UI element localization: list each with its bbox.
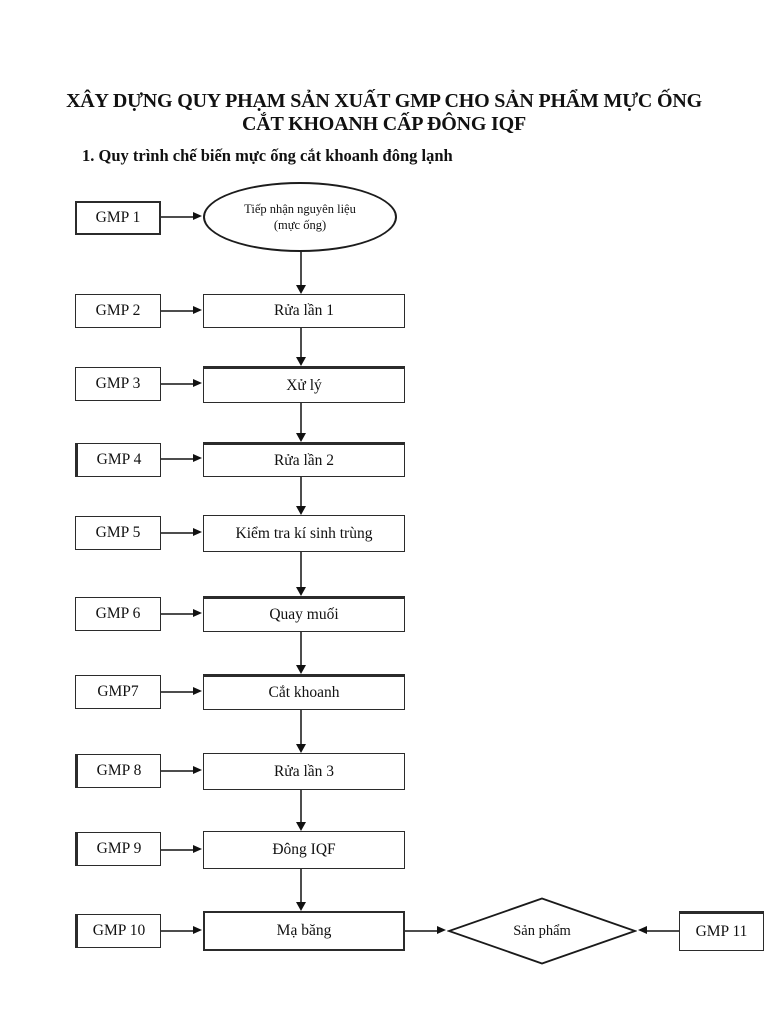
arrow-gmp8-head-icon: [193, 766, 202, 774]
arrow-gmp9-head-icon: [193, 845, 202, 853]
arrow-gmp3-line: [161, 383, 194, 385]
arrow-gmp2-head-icon: [193, 306, 202, 314]
arrow-down-1-line: [300, 252, 302, 285]
gmp-8-box: GMP 8: [75, 754, 161, 788]
step-rua-lan-1: Rửa lần 1: [203, 294, 405, 328]
arrow-down-8-head-icon: [296, 822, 306, 831]
arrow-down-9-line: [300, 869, 302, 902]
step-ma-bang: Mạ băng: [203, 911, 405, 951]
step-dong-iqf: Đông IQF: [203, 831, 405, 869]
arrow-gmp4-head-icon: [193, 454, 202, 462]
page-title-line1: XÂY DỰNG QUY PHẠM SẢN XUẤT GMP CHO SẢN P…: [66, 90, 702, 112]
start-node-line1: Tiếp nhận nguyên liệu: [244, 202, 356, 216]
arrow-down-7-head-icon: [296, 744, 306, 753]
gmp-6-box: GMP 6: [75, 597, 161, 631]
gmp-7-box: GMP7: [75, 675, 161, 709]
section-heading: 1. Quy trình chế biến mực ống cắt khoanh…: [82, 146, 453, 165]
arrow-gmp8-line: [161, 770, 194, 772]
arrow-gmp1-line: [161, 216, 194, 218]
arrow-gmp11-diamond-line: [647, 930, 679, 932]
arrow-down-2-line: [300, 328, 302, 357]
arrow-gmp10-head-icon: [193, 926, 202, 934]
arrow-gmp1-head-icon: [193, 212, 202, 220]
arrow-down-3-line: [300, 403, 302, 433]
gmp-1-box: GMP 1: [75, 201, 161, 235]
step-quay-muoi: Quay muối: [203, 596, 405, 632]
arrow-down-1-head-icon: [296, 285, 306, 294]
arrow-gmp4-line: [161, 458, 194, 460]
arrow-gmp7-head-icon: [193, 687, 202, 695]
arrow-mabang-diamond-line: [405, 930, 438, 932]
arrow-gmp3-head-icon: [193, 379, 202, 387]
gmp-2-box: GMP 2: [75, 294, 161, 328]
arrow-gmp2-line: [161, 310, 194, 312]
arrow-down-4-line: [300, 477, 302, 506]
arrow-down-8-line: [300, 790, 302, 822]
start-node-ellipse: Tiếp nhận nguyên liệu (mực ống): [203, 182, 397, 252]
arrow-down-6-line: [300, 632, 302, 665]
start-node-line2: (mực ống): [273, 218, 327, 232]
step-cat-khoanh: Cắt khoanh: [203, 674, 405, 710]
diamond-shape-icon: [446, 897, 638, 965]
gmp-5-box: GMP 5: [75, 516, 161, 550]
decision-label: Sản phẩm: [513, 922, 571, 939]
gmp-10-box: GMP 10: [75, 914, 161, 948]
gmp-4-box: GMP 4: [75, 443, 161, 477]
arrow-down-4-head-icon: [296, 506, 306, 515]
arrow-mabang-diamond-head-icon: [437, 926, 446, 934]
gmp-9-box: GMP 9: [75, 832, 161, 866]
step-xu-ly: Xử lý: [203, 366, 405, 403]
arrow-gmp6-head-icon: [193, 609, 202, 617]
arrow-down-9-head-icon: [296, 902, 306, 911]
arrow-gmp9-line: [161, 849, 194, 851]
arrow-gmp6-line: [161, 613, 194, 615]
arrow-down-5-line: [300, 552, 302, 587]
arrow-down-2-head-icon: [296, 357, 306, 366]
step-rua-lan-3: Rửa lần 3: [203, 753, 405, 790]
arrow-gmp7-line: [161, 691, 194, 693]
arrow-gmp5-head-icon: [193, 528, 202, 536]
page-title: XÂY DỰNG QUY PHẠM SẢN XUẤT GMP CHO SẢN P…: [0, 90, 768, 136]
step-kiem-tra-ki-sinh-trung: Kiểm tra kí sinh trùng: [203, 515, 405, 552]
gmp-3-box: GMP 3: [75, 367, 161, 401]
arrow-gmp11-diamond-head-icon: [638, 926, 647, 934]
arrow-down-6-head-icon: [296, 665, 306, 674]
step-rua-lan-2: Rửa lần 2: [203, 442, 405, 477]
page-title-line2: CẮT KHOANH CẤP ĐÔNG IQF: [242, 113, 526, 135]
arrow-down-7-line: [300, 710, 302, 744]
arrow-down-3-head-icon: [296, 433, 306, 442]
arrow-gmp5-line: [161, 532, 194, 534]
arrow-gmp10-line: [161, 930, 194, 932]
gmp-11-box: GMP 11: [679, 911, 764, 951]
decision-diamond: Sản phẩm: [446, 897, 638, 965]
arrow-down-5-head-icon: [296, 587, 306, 596]
